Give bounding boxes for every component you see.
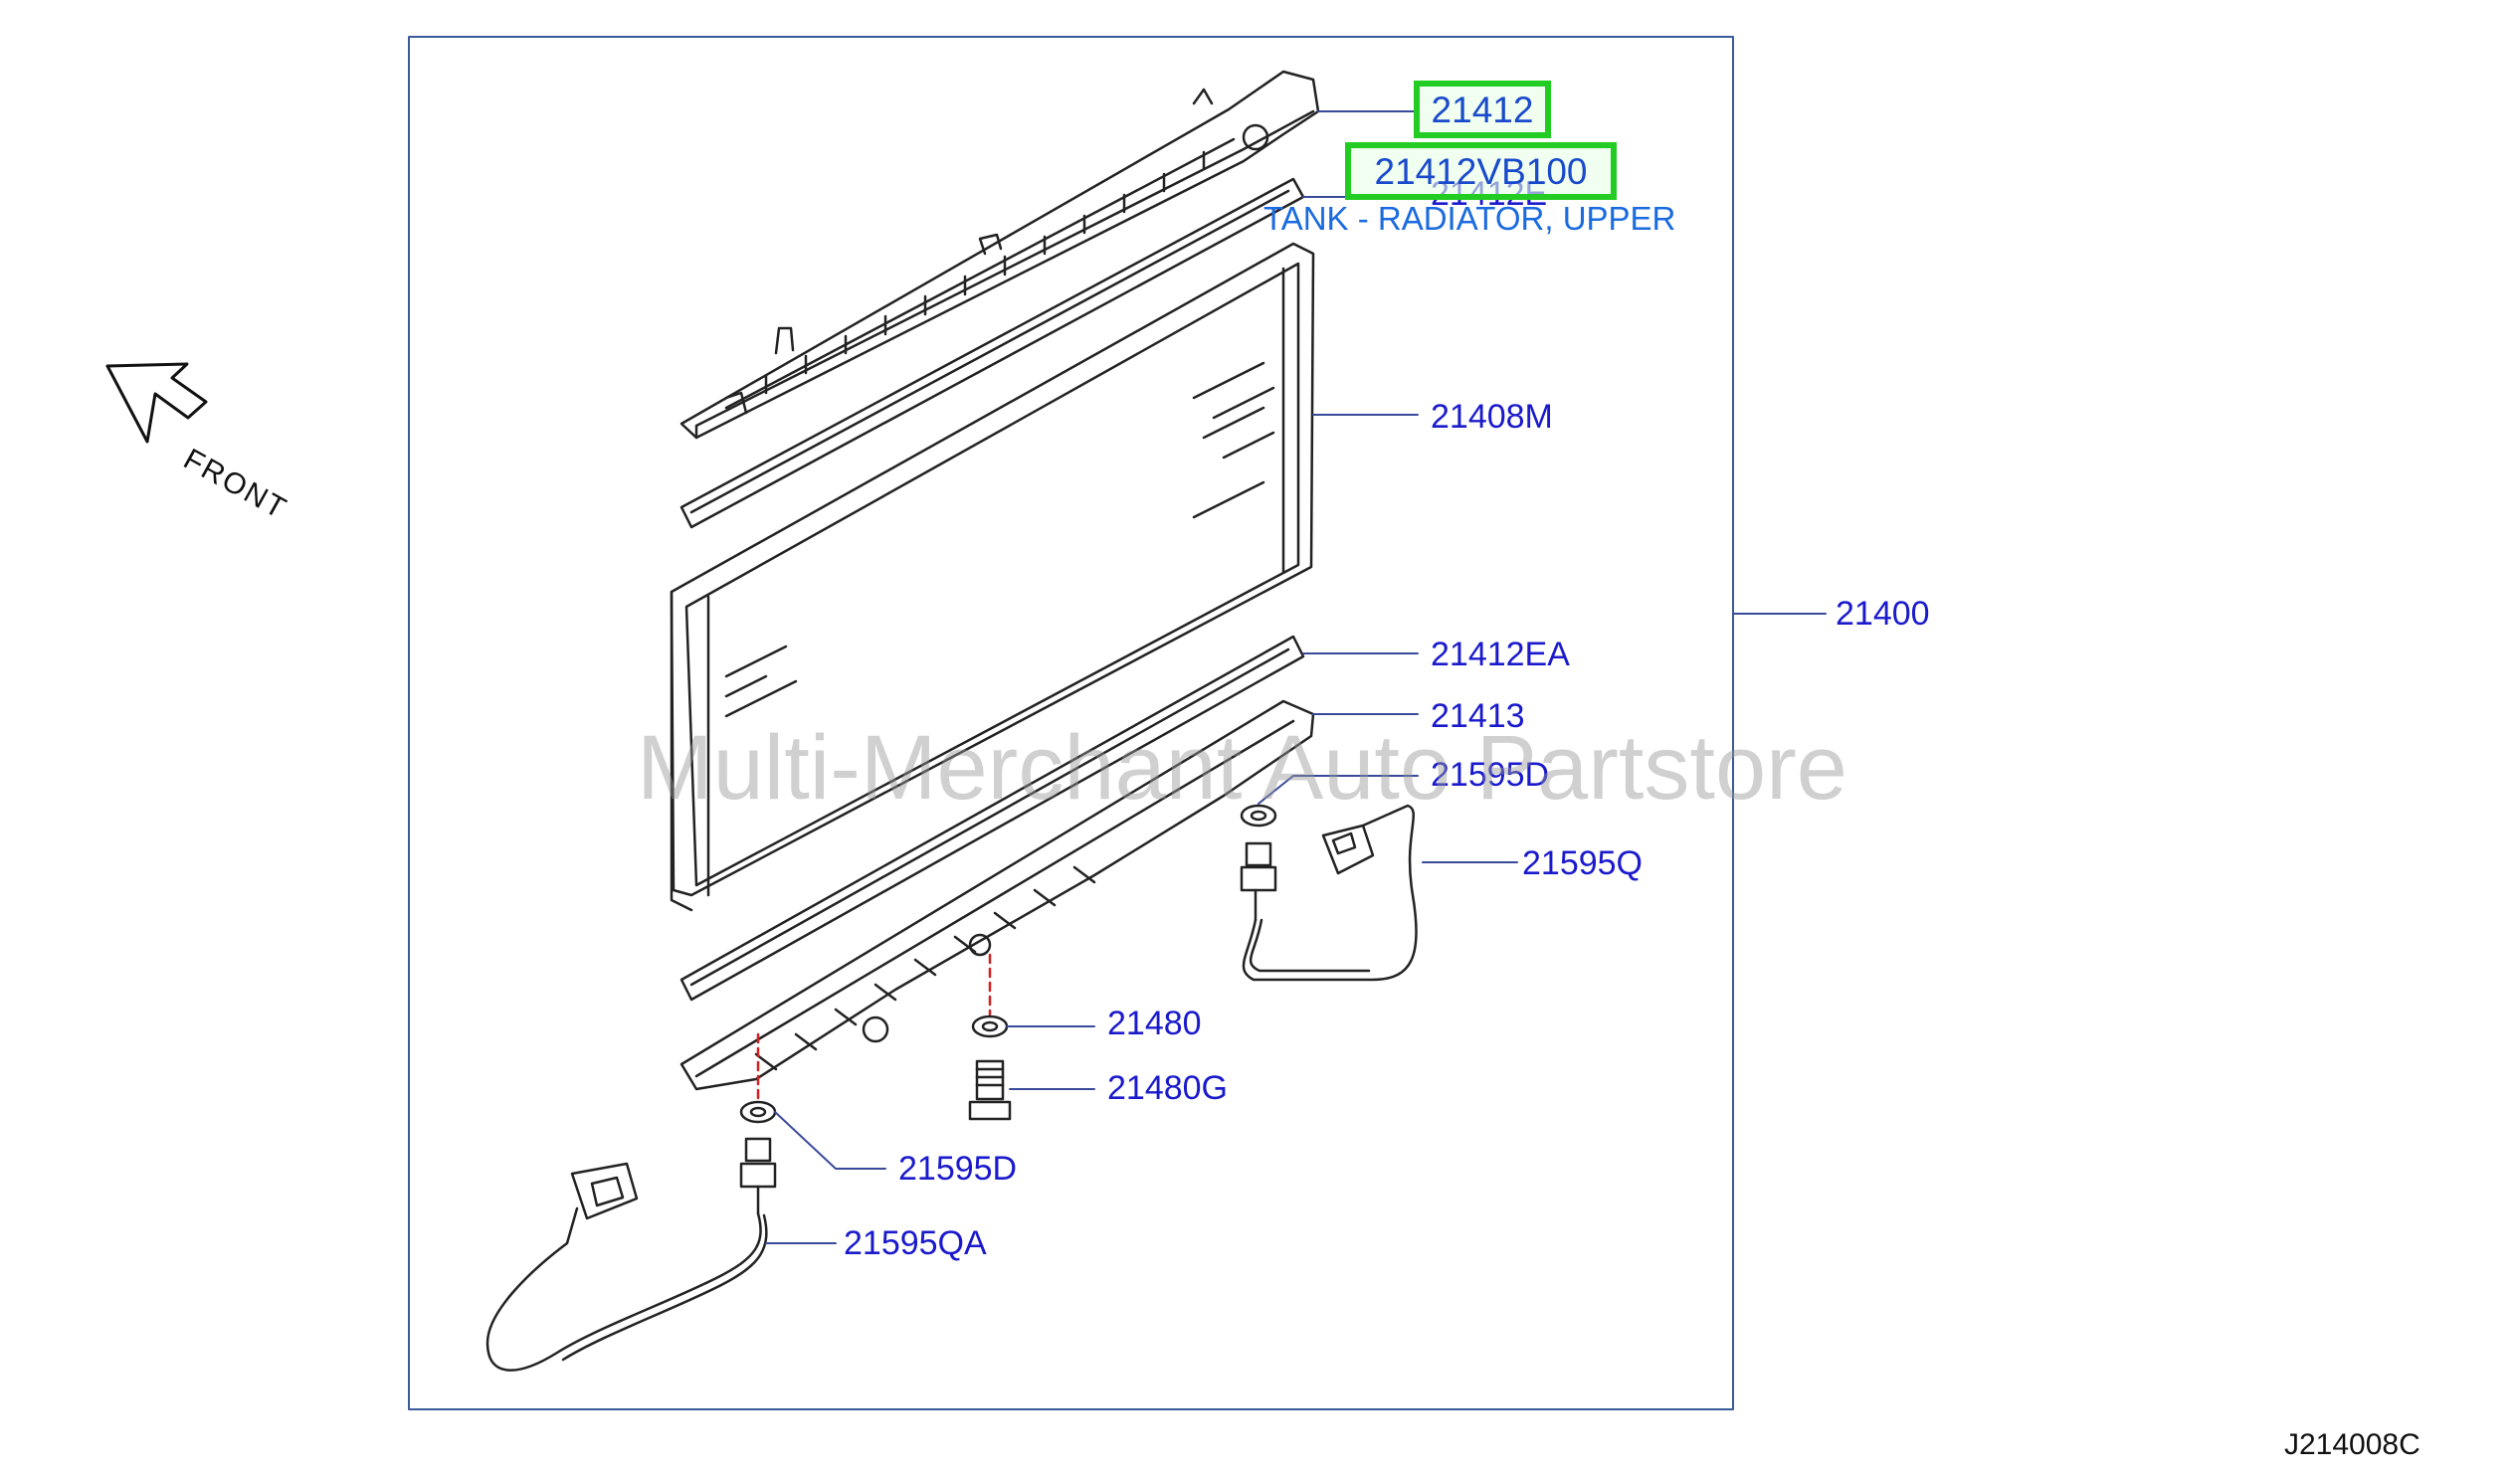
part-label-21595d-upper[interactable]: 21595D (1431, 756, 1550, 794)
part-description: TANK - RADIATOR, UPPER (1263, 200, 1676, 237)
part-label-21595d-lower[interactable]: 21595D (898, 1150, 1018, 1188)
diagram-frame (408, 36, 1734, 1410)
lower-tank-drawing (679, 699, 1315, 1091)
sensor-21595q-drawing (1240, 804, 1418, 982)
radiator-core-drawing (670, 242, 1315, 912)
sensor-21595qa-drawing (485, 1137, 777, 1372)
part-label-21595q[interactable]: 21595Q (1522, 844, 1643, 882)
lower-gasket-drawing (679, 635, 1305, 1002)
washer-21480-drawing (971, 1015, 1009, 1038)
highlighted-part-21412[interactable]: 21412 (1414, 81, 1551, 138)
part-label-21412ea[interactable]: 21412EA (1431, 636, 1570, 673)
bolt-21480g-drawing (968, 1059, 1012, 1121)
part-label-21400[interactable]: 21400 (1836, 595, 1930, 633)
part-label-21595qa[interactable]: 21595QA (844, 1224, 987, 1262)
part-label-21408m[interactable]: 21408M (1431, 398, 1553, 436)
washer-21595d-upper-drawing (1240, 804, 1277, 828)
washer-21595d-lower-drawing (739, 1100, 777, 1124)
front-arrow-icon (105, 362, 208, 444)
part-label-21413[interactable]: 21413 (1431, 697, 1525, 735)
highlighted-part-number[interactable]: 21412VB100 (1345, 142, 1617, 200)
diagram-code: J214008C (2284, 1428, 2421, 1461)
leader-21595d-lower (774, 1111, 886, 1170)
upper-tank-drawing (679, 70, 1320, 440)
leader-21595d-upper (1258, 775, 1419, 805)
part-label-21480[interactable]: 21480 (1107, 1005, 1202, 1042)
part-label-21480g[interactable]: 21480G (1107, 1069, 1228, 1107)
